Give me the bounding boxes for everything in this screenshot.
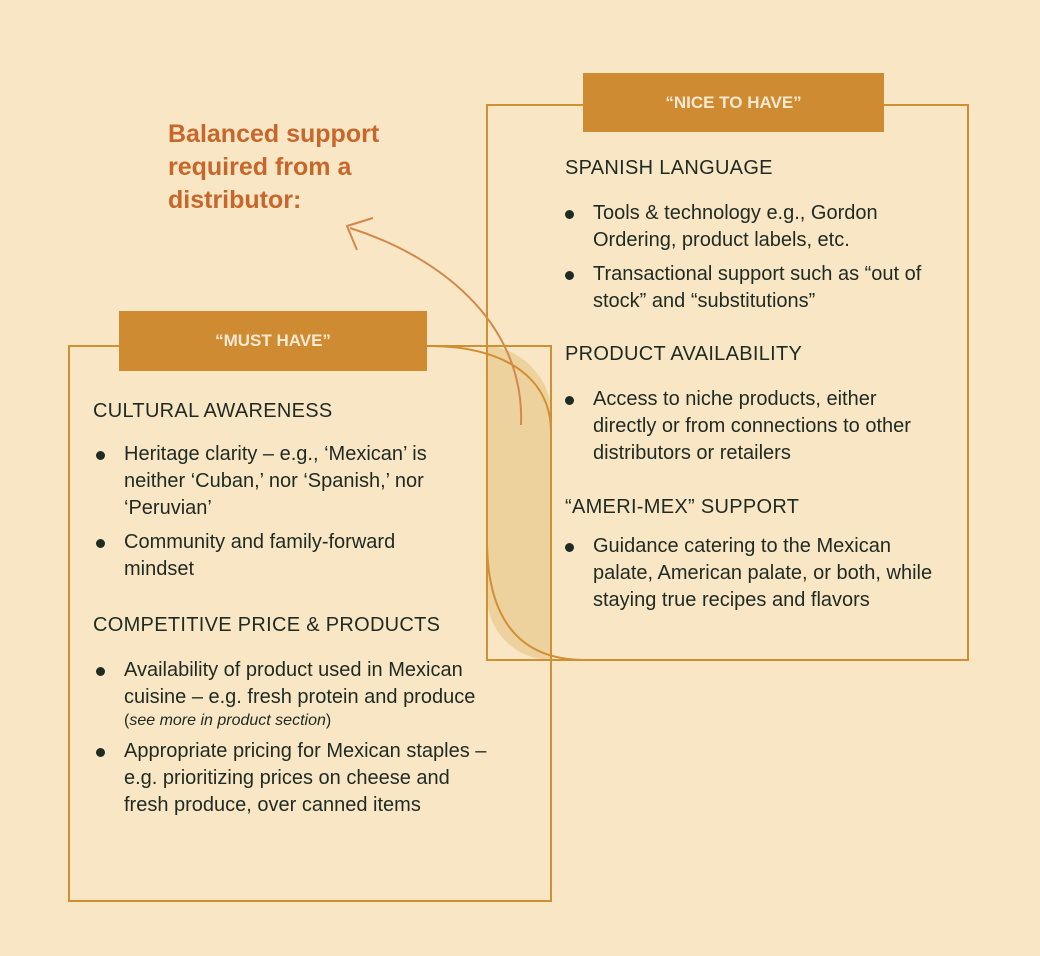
list-item: Guidance catering to the Mexican palate,… <box>563 533 943 614</box>
cultural-awareness-list: Heritage clarity – e.g., ‘Mexican’ is ne… <box>94 441 464 590</box>
ameri-mex-support-list: Guidance catering to the Mexican palate,… <box>563 533 943 621</box>
bullet-dot-icon <box>96 451 105 460</box>
product-section-note: (see more in product section) <box>124 712 332 729</box>
list-item: Community and family-forward mindset <box>94 529 464 583</box>
list-item: Appropriate pricing for Mexican staples … <box>94 738 489 819</box>
list-item: Availability of product used in Mexican … <box>94 657 489 731</box>
bullet-dot-icon <box>565 210 574 219</box>
bullet-dot-icon <box>96 748 105 757</box>
bullet-dot-icon <box>565 271 574 280</box>
arrow-head <box>346 217 374 251</box>
section-title-spanish-language: SPANISH LANGUAGE <box>565 157 773 179</box>
bullet-dot-icon <box>96 667 105 676</box>
nice-to-have-tag: “NICE TO HAVE” <box>583 73 884 132</box>
list-item: Heritage clarity – e.g., ‘Mexican’ is ne… <box>94 441 464 522</box>
bullet-dot-icon <box>565 396 574 405</box>
spanish-language-list: Tools & technology e.g., Gordon Ordering… <box>563 200 943 322</box>
diagram-heading: Balanced support required from a distrib… <box>168 120 380 214</box>
competitive-price-list: Availability of product used in Mexican … <box>94 657 489 826</box>
bullet-dot-icon <box>96 539 105 548</box>
list-item: Tools & technology e.g., Gordon Ordering… <box>563 200 943 254</box>
section-title-product-availability: PRODUCT AVAILABILITY <box>565 343 803 365</box>
must-have-tag: “MUST HAVE” <box>119 311 427 371</box>
list-item: Access to niche products, either directl… <box>563 386 943 467</box>
section-title-competitive-price-products: COMPETITIVE PRICE & PRODUCTS <box>93 614 441 636</box>
bullet-dot-icon <box>565 543 574 552</box>
section-title-cultural-awareness: CULTURAL AWARENESS <box>93 400 333 422</box>
product-availability-list: Access to niche products, either directl… <box>563 386 943 474</box>
section-title-ameri-mex-support: “AMERI-MEX” SUPPORT <box>565 496 800 518</box>
list-item: Transactional support such as “out of st… <box>563 261 943 315</box>
